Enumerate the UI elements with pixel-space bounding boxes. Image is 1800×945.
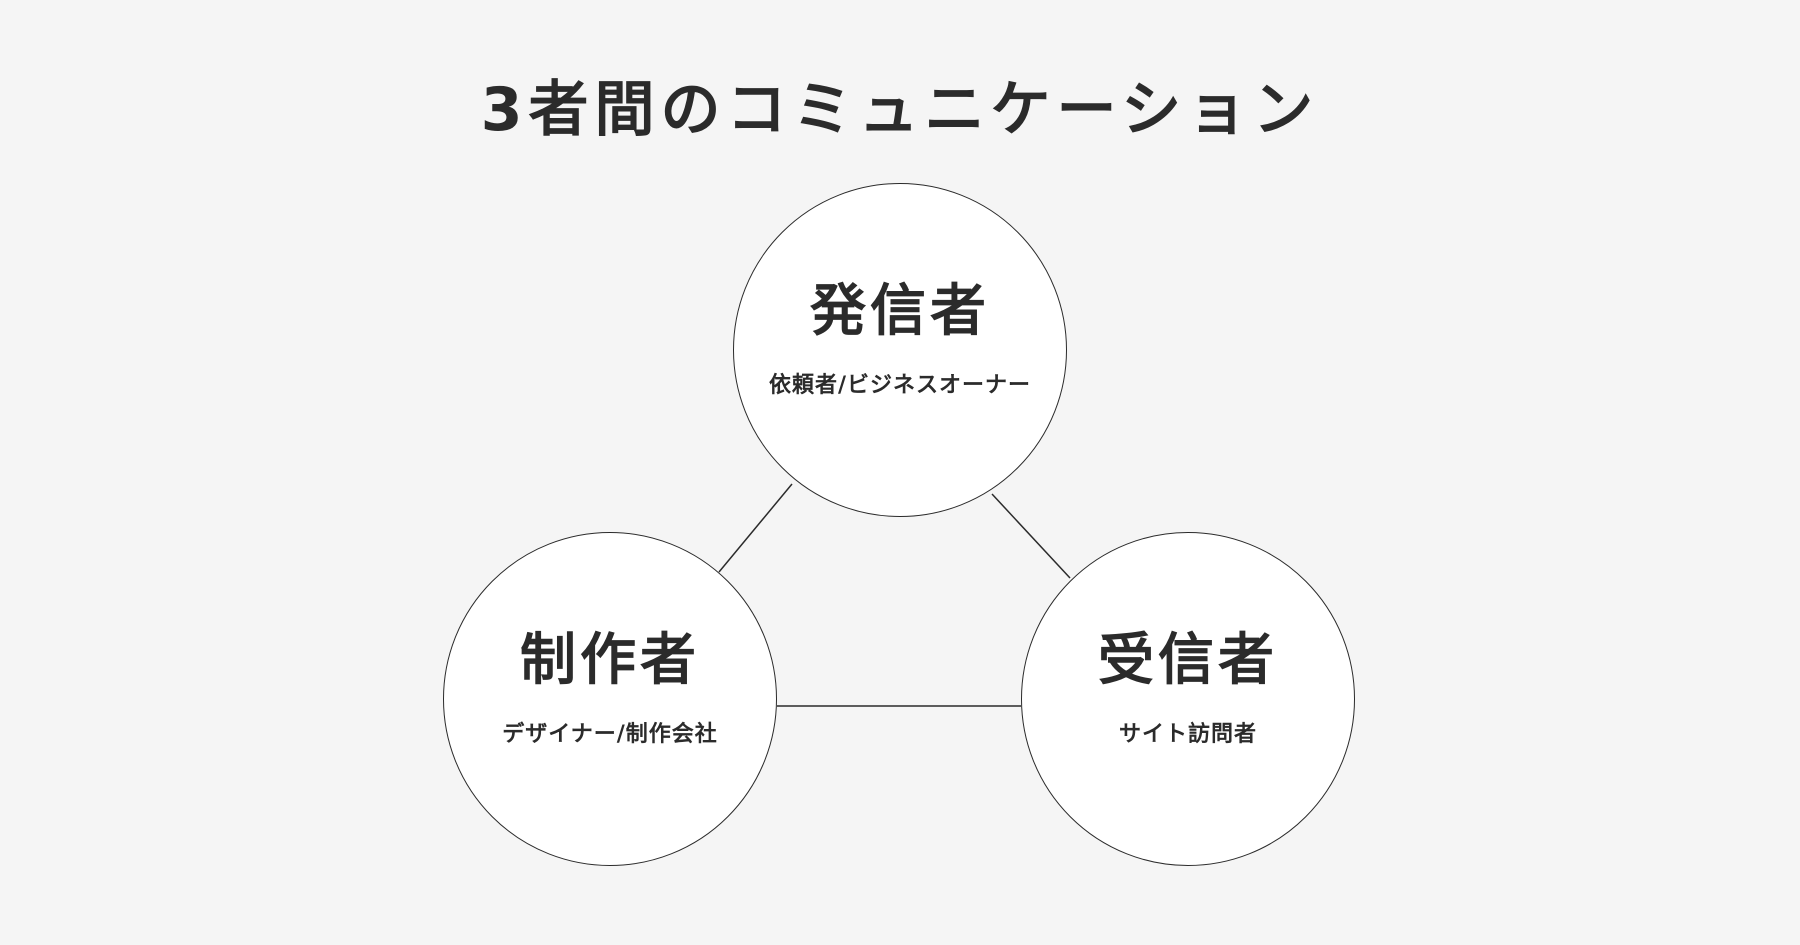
node-receiver: 受信者 サイト訪問者 [1021, 532, 1355, 866]
node-sender-sublabel: 依頼者/ビジネスオーナー [768, 373, 1032, 398]
connector-top-left [718, 483, 793, 573]
node-creator-sublabel: デザイナー/制作会社 [502, 722, 718, 747]
node-sender-label: 発信者 [810, 279, 990, 344]
node-receiver-label: 受信者 [1098, 628, 1278, 693]
diagram-title: 3者間のコミュニケーション [480, 75, 1320, 145]
node-creator: 制作者 デザイナー/制作会社 [443, 532, 777, 866]
node-receiver-sublabel: サイト訪問者 [1118, 722, 1257, 747]
node-creator-label: 制作者 [520, 628, 700, 693]
node-sender: 発信者 依頼者/ビジネスオーナー [733, 183, 1067, 517]
connector-top-right [991, 493, 1071, 579]
